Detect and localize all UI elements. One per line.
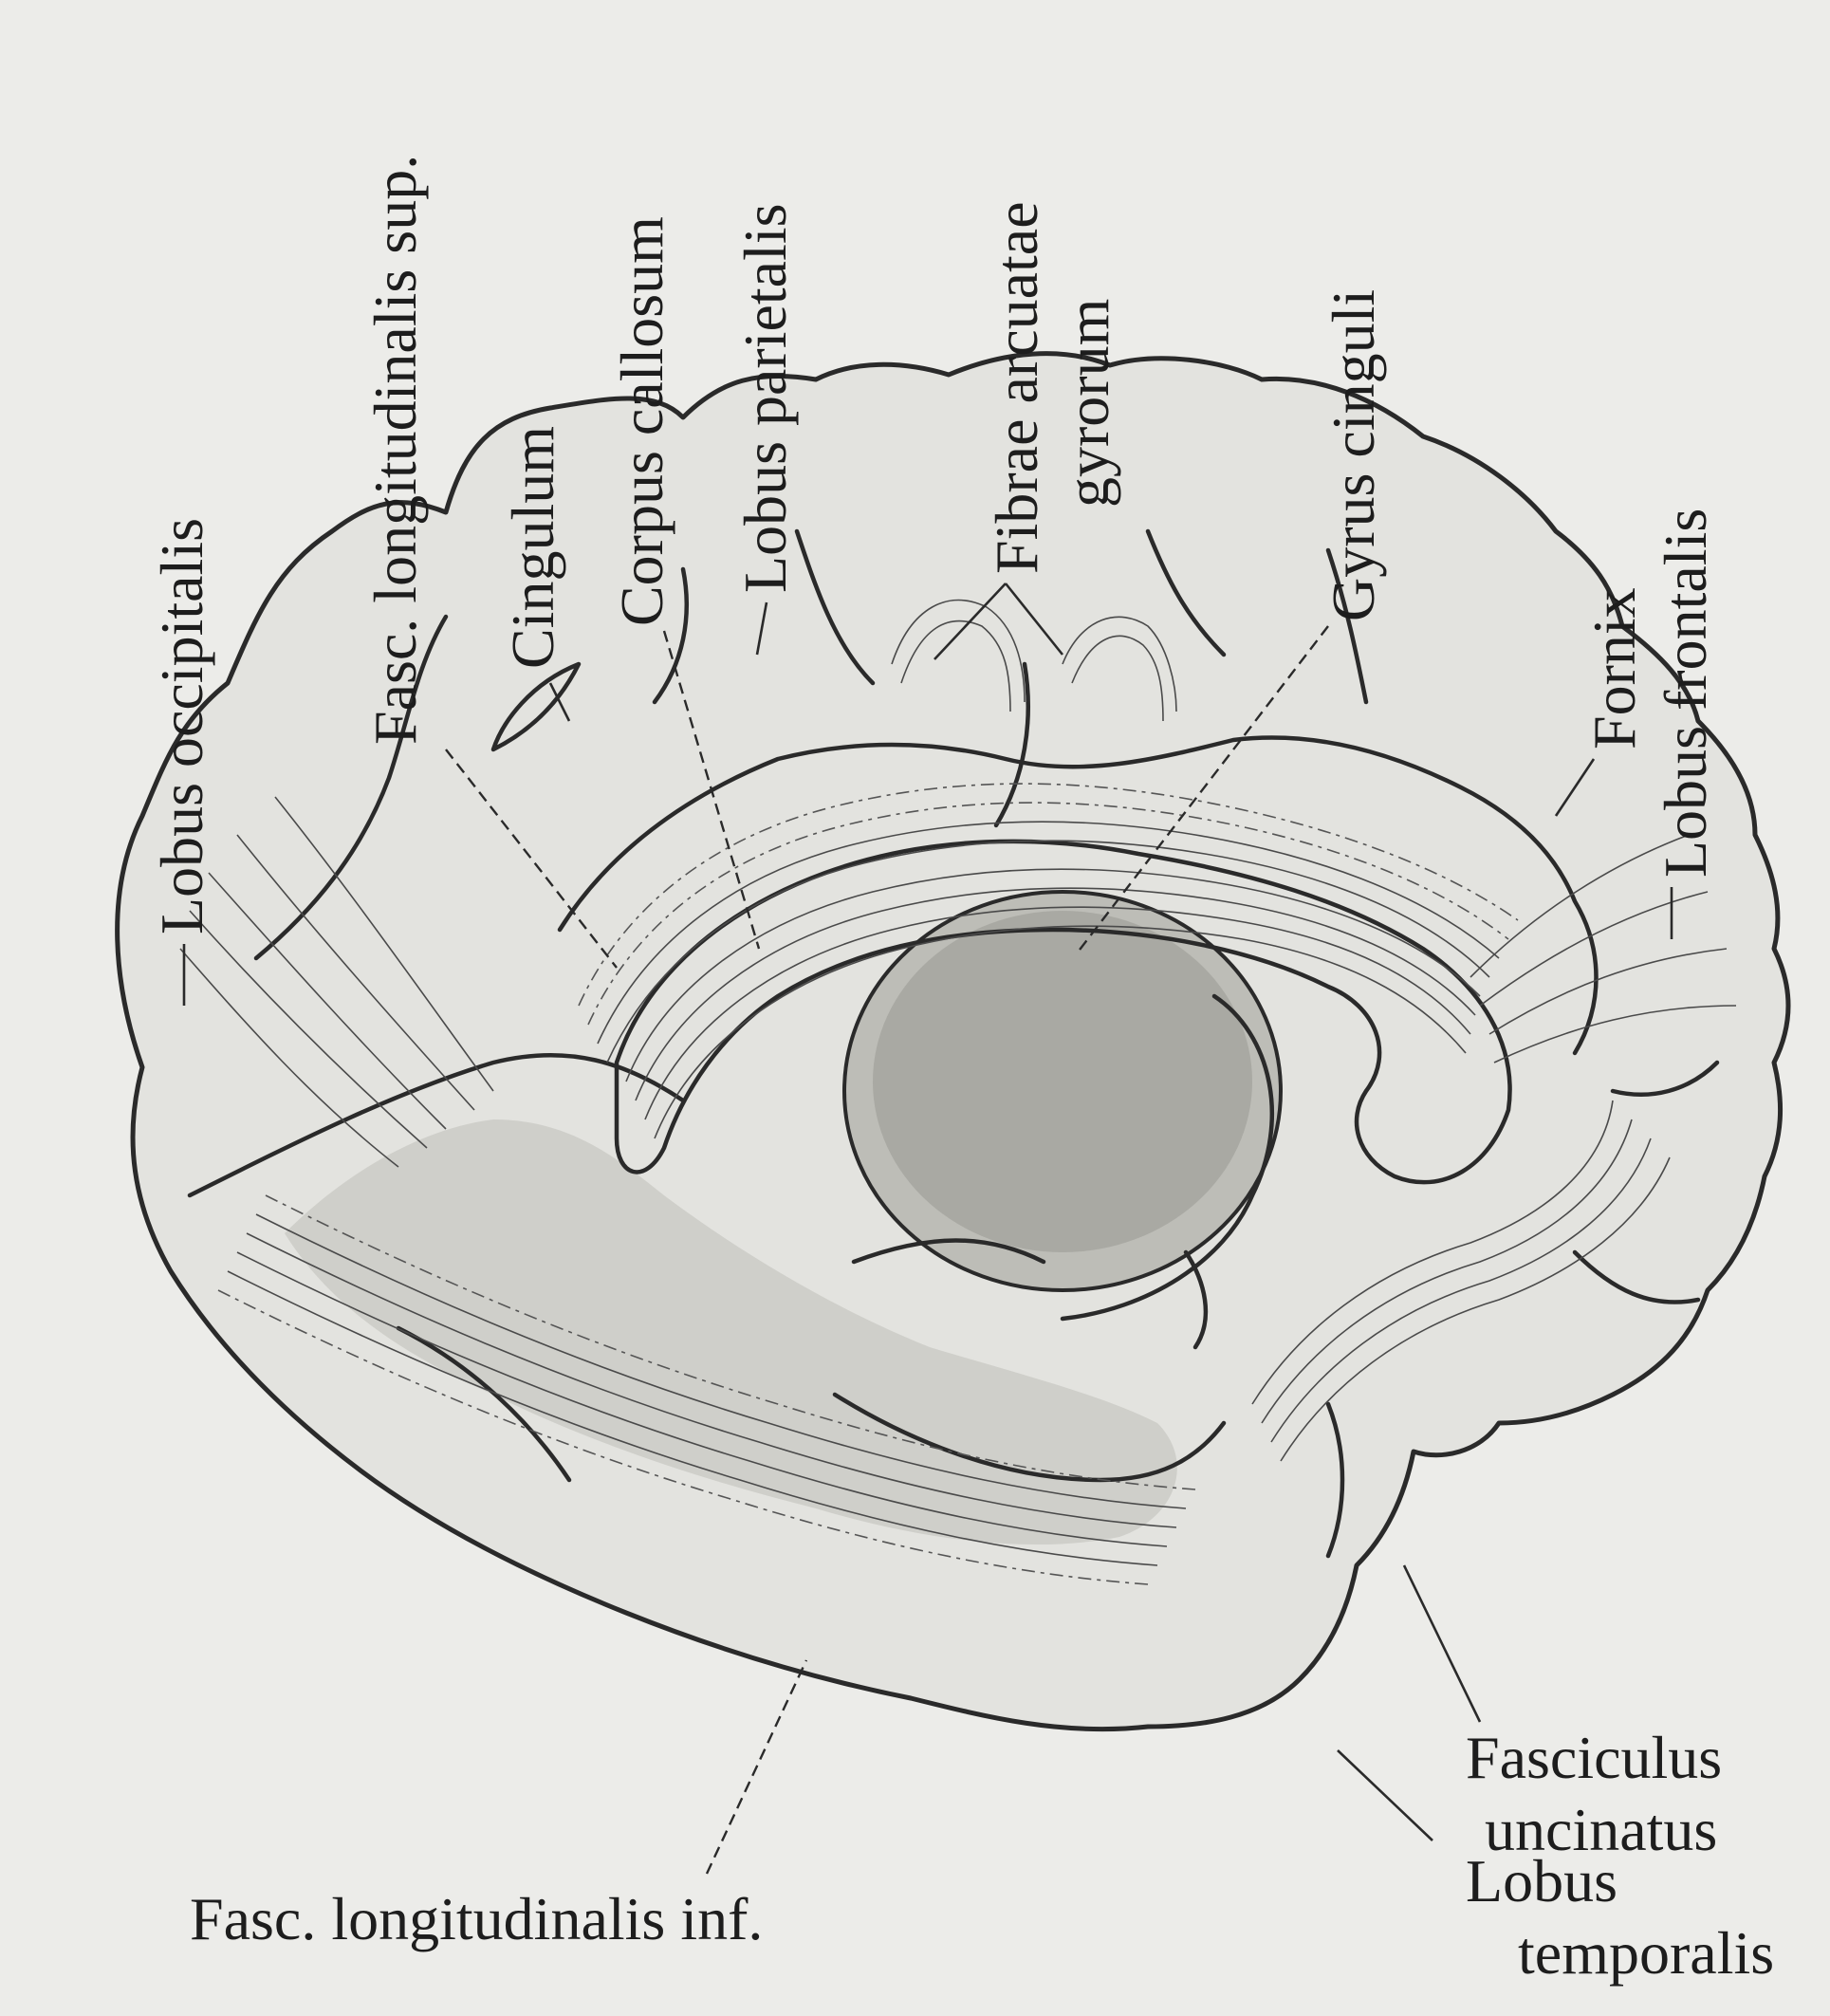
label-corpus-callosum: Corpus callosum bbox=[612, 216, 673, 626]
label-lobus-parietalis: Lobus parietalis bbox=[735, 203, 796, 593]
label-fasciculus: Fasciculus bbox=[1466, 1722, 1722, 1794]
leader-lobus-temporalis bbox=[1338, 1750, 1433, 1840]
label-lobus-temporalis: Lobus temporalis bbox=[1466, 1845, 1774, 1989]
label-fibrae-arcuatae: Fibrae arcuatae bbox=[987, 201, 1047, 574]
label-temporalis: temporalis bbox=[1466, 1917, 1774, 1989]
leader-fasc-uncinatus bbox=[1404, 1565, 1480, 1722]
leader-fasc-long-inf bbox=[707, 1660, 806, 1874]
label-fasc-longitudinalis-sup: Fasc. longitudinalis sup. bbox=[365, 155, 426, 745]
label-gyrorum: gyrorum bbox=[1058, 299, 1118, 508]
label-fornix: Fornix bbox=[1584, 587, 1645, 749]
label-cingulum: Cingulum bbox=[503, 426, 564, 669]
label-fasc-longitudinalis-inf: Fasc. longitudinalis inf. bbox=[190, 1883, 763, 1955]
label-gyrus-cinguli: Gyrus cinguli bbox=[1323, 289, 1384, 621]
label-lobus-frontalis: Lobus frontalis bbox=[1655, 509, 1716, 878]
label-lobus: Lobus bbox=[1466, 1845, 1774, 1917]
label-lobus-occipitalis: Lobus occipitalis bbox=[152, 518, 213, 934]
